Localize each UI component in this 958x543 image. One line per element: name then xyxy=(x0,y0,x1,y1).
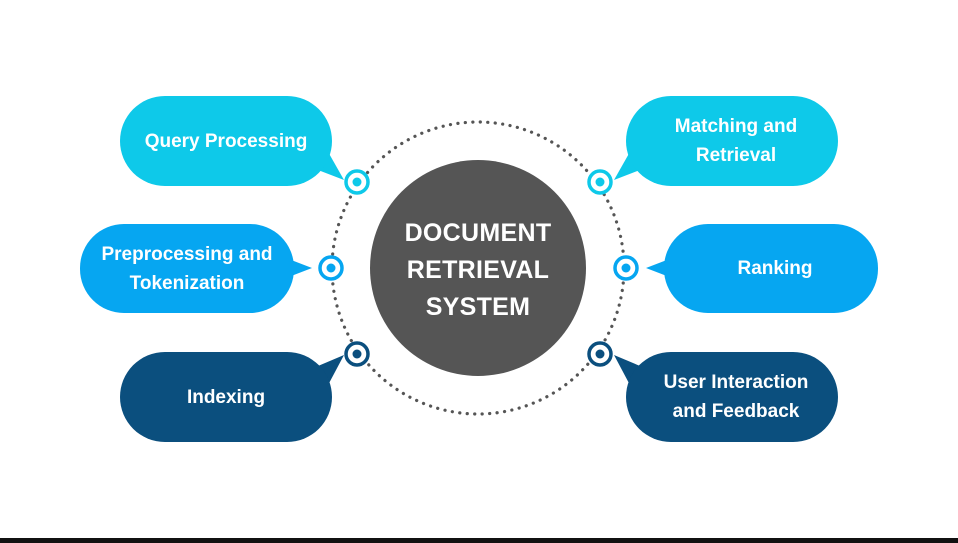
label-matching-retrieval-line-2: Retrieval xyxy=(695,145,777,166)
label-user-interaction-line-2: and Feedback xyxy=(672,401,800,422)
label-preprocessing: Preprocessing and Tokenization xyxy=(80,224,294,313)
label-preprocessing-line-2: Tokenization xyxy=(129,272,245,294)
bubble-preprocessing xyxy=(80,224,312,313)
label-ranking: Ranking xyxy=(668,224,882,313)
label-query-processing: Query Processing xyxy=(120,96,332,186)
center-title: DOCUMENT RETRIEVAL SYSTEM xyxy=(371,215,585,326)
bubble-user-interaction xyxy=(614,352,838,442)
center-hub xyxy=(370,160,586,376)
connector-user-interaction-icon xyxy=(587,341,613,367)
bubble-indexing xyxy=(120,352,344,442)
connector-indexing-icon xyxy=(344,341,370,367)
bubble-query-processing xyxy=(120,96,344,186)
label-query-processing-line-1: Query Processing xyxy=(144,130,308,152)
center-title-line-2: RETRIEVAL xyxy=(406,256,550,284)
connector-preprocessing-icon xyxy=(318,255,344,281)
label-indexing-line-1: Indexing xyxy=(186,386,266,408)
connector-matching-retrieval-icon xyxy=(587,169,613,195)
center-title-line-1: DOCUMENT xyxy=(404,219,552,247)
label-indexing: Indexing xyxy=(120,352,332,442)
label-user-interaction-line-1: User Interaction xyxy=(663,372,809,393)
label-ranking-line-1: Ranking xyxy=(737,258,813,279)
bubble-ranking xyxy=(646,224,878,313)
label-preprocessing-line-1: Preprocessing and xyxy=(101,243,273,265)
connector-ranking-icon xyxy=(613,255,639,281)
bottom-divider xyxy=(0,538,958,543)
bubble-matching-retrieval xyxy=(614,96,838,186)
label-user-interaction: User Interaction and Feedback xyxy=(630,352,842,442)
connector-query-processing-icon xyxy=(344,169,370,195)
center-title-line-3: SYSTEM xyxy=(425,293,531,321)
label-matching-retrieval: Matching and Retrieval xyxy=(630,96,842,186)
label-matching-retrieval-line-1: Matching and xyxy=(674,116,798,137)
